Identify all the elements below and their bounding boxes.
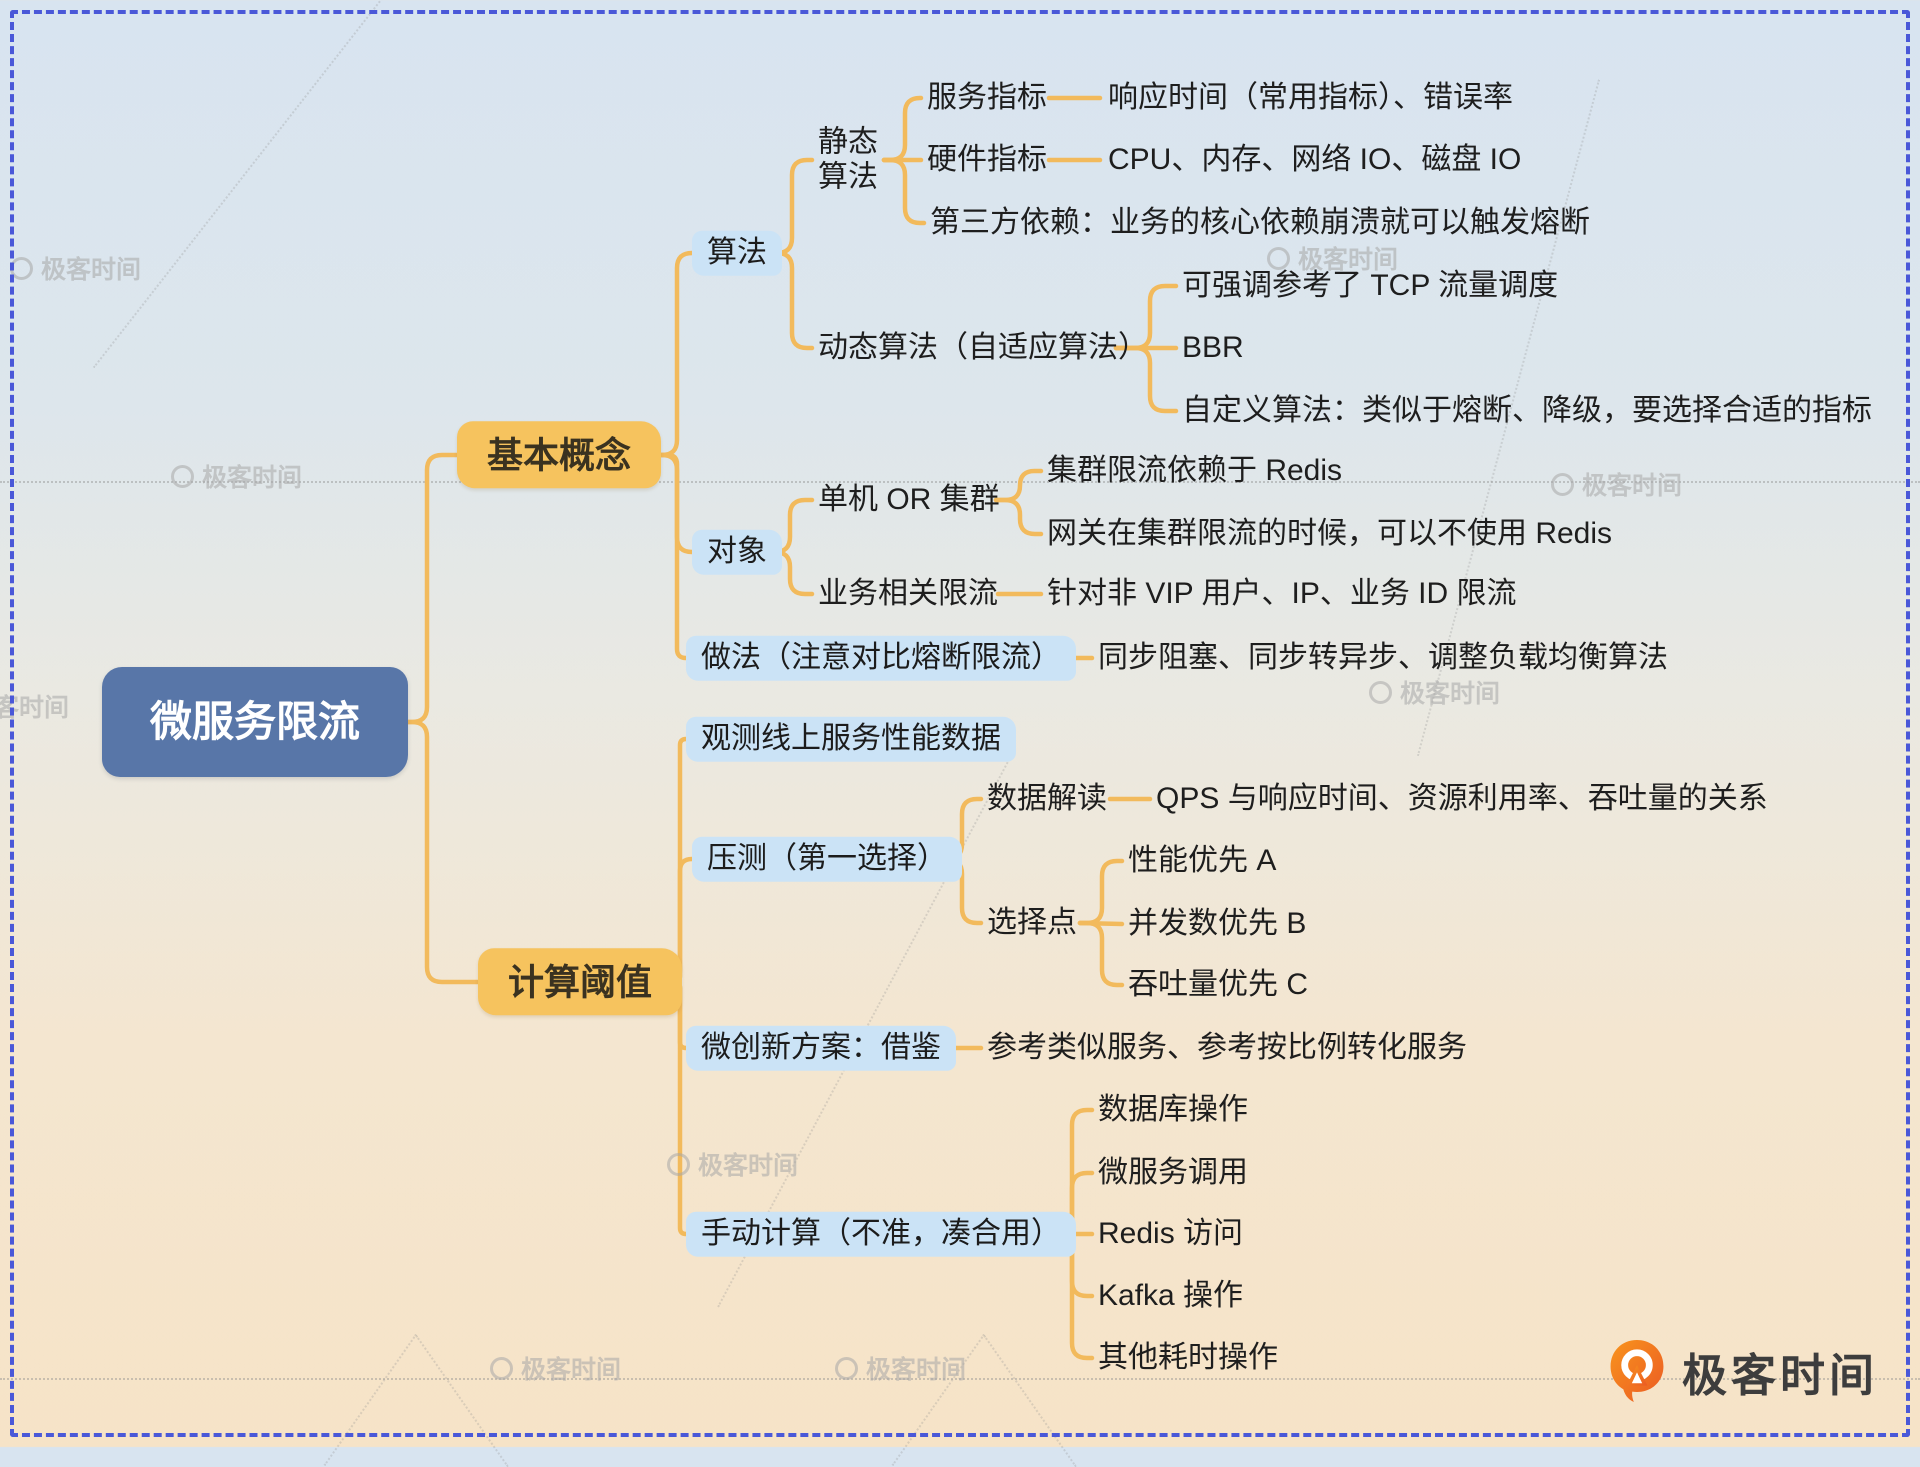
topic-micro-innovation[interactable]: 微创新方案：借鉴 [686,1025,956,1071]
node-approach-detail[interactable]: 同步阻塞、同步转异步、调整负载均衡算法 [1098,640,1668,674]
watermark-logo-icon [1267,246,1290,270]
brand-name: 极客时间 [1682,1349,1879,1401]
node-dynamic-algorithm[interactable]: 动态算法（自适应算法） [818,330,1148,364]
node-tcp-reference[interactable]: 可强调参考了 TCP 流量调度 [1182,268,1559,302]
brand-logo: 极客时间 [1606,1338,1878,1404]
node-selection-point[interactable]: 选择点 [987,905,1077,939]
watermark: 极客时间 [667,1146,798,1182]
watermark: 极客时间 [835,1350,966,1386]
root-node[interactable]: 微服务限流 [102,667,408,777]
node-service-metrics[interactable]: 服务指标 [927,80,1047,114]
watermark-logo-icon [171,464,194,488]
topic-observe-online-data[interactable]: 观测线上服务性能数据 [686,716,1016,762]
node-throughput-first[interactable]: 吞吐量优先 C [1128,967,1308,1001]
node-concurrency-first[interactable]: 并发数优先 B [1128,906,1307,940]
node-microservice-call[interactable]: 微服务调用 [1098,1155,1248,1189]
watermark-logo-icon [490,1356,513,1380]
branch-threshold-calc[interactable]: 计算阈值 [478,948,683,1016]
node-business-limit-detail[interactable]: 针对非 VIP 用户、IP、业务 ID 限流 [1047,576,1517,610]
watermark-logo-icon [1551,472,1574,496]
node-other-time-operation[interactable]: 其他耗时操作 [1098,1340,1278,1374]
node-standalone-or-cluster[interactable]: 单机 OR 集群 [818,482,1000,516]
node-db-operation[interactable]: 数据库操作 [1098,1092,1248,1126]
dotted-guide-line [0,481,1920,483]
node-micro-innovation-detail[interactable]: 参考类似服务、参考按比例转化服务 [987,1030,1467,1064]
node-kafka-operation[interactable]: Kafka 操作 [1098,1278,1244,1312]
topic-load-test[interactable]: 压测（第一选择） [692,836,962,882]
topic-algorithm[interactable]: 算法 [692,230,782,276]
watermark: 极客时间 [0,694,70,722]
topic-approach[interactable]: 做法（注意对比熔断限流） [686,635,1076,681]
node-performance-first[interactable]: 性能优先 A [1128,843,1277,877]
branch-basic-concepts[interactable]: 基本概念 [457,421,662,489]
node-business-limit[interactable]: 业务相关限流 [818,576,998,610]
watermark: 极客时间 [1551,466,1682,502]
watermark: 极客时间 [1267,240,1398,276]
dotted-guide-line [0,1378,1920,1380]
node-hardware-metrics-detail[interactable]: CPU、内存、网络 IO、磁盘 IO [1108,142,1522,176]
node-data-interpretation[interactable]: 数据解读 [987,781,1107,815]
node-service-metrics-detail[interactable]: 响应时间（常用指标）、错误率 [1108,80,1513,114]
topic-target[interactable]: 对象 [692,529,782,575]
watermark-logo-icon [1369,680,1392,704]
geek-time-logo-icon [1606,1338,1668,1404]
node-static-algorithm[interactable]: 静态 算法 [818,125,878,194]
node-qps-relation[interactable]: QPS 与响应时间、资源利用率、吞吐量的关系 [1156,781,1768,815]
node-custom-algorithm[interactable]: 自定义算法：类似于熔断、降级，要选择合适的指标 [1182,393,1872,427]
watermark: 极客时间 [171,458,302,494]
node-redis-access[interactable]: Redis 访问 [1098,1216,1244,1250]
node-gateway-redis[interactable]: 网关在集群限流的时候，可以不使用 Redis [1047,516,1613,550]
node-third-party-dependency[interactable]: 第三方依赖：业务的核心依赖崩溃就可以触发熔断 [930,205,1590,239]
node-hardware-metrics[interactable]: 硬件指标 [927,142,1047,176]
watermark: 极客时间 [490,1350,621,1386]
watermark-logo-icon [667,1152,690,1176]
topic-manual-calc[interactable]: 手动计算（不准，凑合用） [686,1211,1076,1257]
node-bbr[interactable]: BBR [1182,330,1244,364]
watermark-logo-icon [835,1356,858,1380]
node-cluster-redis[interactable]: 集群限流依赖于 Redis [1047,453,1343,487]
watermark-logo-icon [10,256,33,280]
watermark: 极客时间 [10,250,141,286]
watermark: 极客时间 [1369,674,1500,710]
